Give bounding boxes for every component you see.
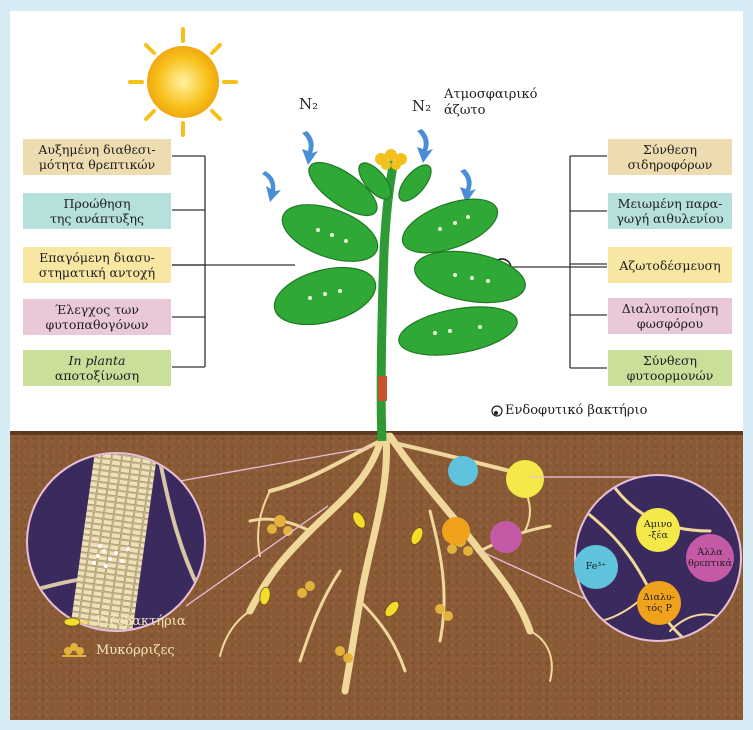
box-line: Σύνθεση xyxy=(608,353,732,368)
amino-acid-line: -ξέα xyxy=(640,530,676,541)
box-line: Αζωτοδέσμευση xyxy=(608,258,732,273)
box-line: Αυξημένη διαθεσι- xyxy=(23,142,171,157)
benefit-box-phytohormones: Σύνθεση φυτοορμονών xyxy=(608,350,732,386)
amino-acid-label: Αμινο -ξέα xyxy=(640,519,676,541)
mycorrhizae-clusters xyxy=(267,515,473,663)
sun xyxy=(130,29,236,135)
benefit-box-ethylene: Μειωμένη παρα- γωγή αιθυλενίου xyxy=(608,193,732,229)
roots xyxy=(220,436,552,691)
phosphorus-line: Διαλυ- xyxy=(639,592,679,603)
phosphorus-label: Διαλυ- τός P xyxy=(639,592,679,614)
box-line: της ανάπτυξης xyxy=(23,211,171,226)
other-nutrients-line: Άλλα xyxy=(687,547,733,558)
benefit-box-nutrient-availability: Αυξημένη διαθεσι- μότητα θρεπτικών xyxy=(23,139,171,175)
box-line: μότητα θρεπτικών xyxy=(23,157,171,172)
n2-label: N₂ xyxy=(299,95,318,113)
box-line: φωσφόρου xyxy=(608,316,732,331)
fe-label: Fe³⁺ xyxy=(578,561,614,572)
rhizobacteria-icon xyxy=(64,618,80,626)
leaf xyxy=(411,244,530,311)
leaf xyxy=(395,299,521,363)
endophyte-label: Ενδοφυτικό βακτήριο xyxy=(505,403,647,419)
benefit-box-pathogen-control: Έλεγχος των φυτοπαθογόνων xyxy=(23,299,171,335)
box-line: Επαγόμενη διασυ- xyxy=(23,250,171,265)
arrow-icon xyxy=(417,129,433,163)
plant xyxy=(268,149,529,441)
box-line: In planta xyxy=(23,353,171,368)
box-line: φυτοορμονών xyxy=(608,368,732,383)
atmospheric-nitrogen-line: Ατμοσφαιρικό xyxy=(444,87,537,103)
box-line: Μειωμένη παρα- xyxy=(608,196,732,211)
arrow-icon xyxy=(302,131,318,165)
box-line: γωγή αιθυλενίου xyxy=(608,211,732,226)
arrow-icon xyxy=(262,171,281,202)
zoom-connectors xyxy=(180,447,640,606)
box-line: αποτοξίνωση xyxy=(23,368,171,383)
mycorrhizae-icon xyxy=(62,643,86,656)
n2-label: N₂ xyxy=(412,97,431,115)
phosphorus-line: τός P xyxy=(639,603,679,614)
atmospheric-nitrogen-label: Ατμοσφαιρικό άζωτο xyxy=(444,87,537,119)
box-line: Διαλυτοποίηση xyxy=(608,301,732,316)
mycorrhizae-legend-label: Μυκόρριζες xyxy=(96,643,175,658)
benefit-box-phosphorus-solubilization: Διαλυτοποίηση φωσφόρου xyxy=(608,298,732,334)
benefit-box-detoxification: In planta αποτοξίνωση xyxy=(23,350,171,386)
box-line: στηματική αντοχή xyxy=(23,265,171,280)
rhizobacteria-legend-label: Ριζοβακτήρια xyxy=(96,614,186,629)
box-line: Έλεγχος των xyxy=(23,302,171,317)
benefit-box-nitrogen-fixation: Αζωτοδέσμευση xyxy=(608,247,732,283)
box-line: Σύνθεση xyxy=(608,142,732,157)
arrow-icon xyxy=(460,169,476,203)
benefit-box-systemic-resistance: Επαγόμενη διασυ- στηματική αντοχή xyxy=(23,247,171,283)
other-nutrients-line: θρεπτικά xyxy=(687,558,733,569)
box-line: σιδηροφόρων xyxy=(608,157,732,172)
box-line: φυτοπαθογόνων xyxy=(23,317,171,332)
benefit-box-siderophores: Σύνθεση σιδηροφόρων xyxy=(608,139,732,175)
amino-acid-line: Αμινο xyxy=(640,519,676,530)
diagram-panel: N₂ N₂ Ατμοσφαιρικό άζωτο Αυξημένη διαθεσ… xyxy=(10,11,743,720)
benefit-box-growth-promotion: Προώθηση της ανάπτυξης xyxy=(23,193,171,229)
box-line: Προώθηση xyxy=(23,196,171,211)
other-nutrients-label: Άλλα θρεπτικά xyxy=(687,547,733,569)
atmospheric-nitrogen-line: άζωτο xyxy=(444,103,537,119)
